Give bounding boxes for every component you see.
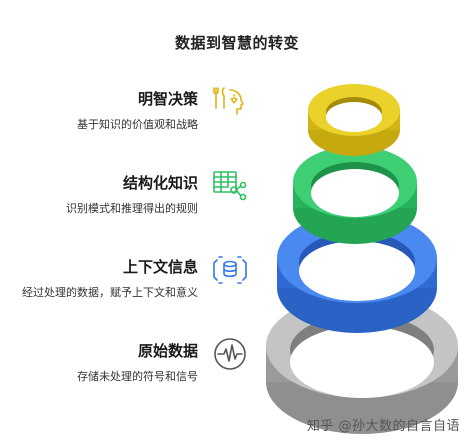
level-heading: 结构化知识 <box>122 174 198 192</box>
level-wise-decision: 明智决策 基于知识的价值观和战略 <box>0 87 260 148</box>
level-description: 经过处理的数据，赋予上下文和意义 <box>22 286 198 299</box>
level-structured-knowledge: 结构化知识 识别模式和推理得出的规则 <box>0 171 260 232</box>
level-contextual-information: 上下文信息 经过处理的数据，赋予上下文和意义 <box>0 256 260 316</box>
level-raw-data: 原始数据 存储未处理的符号和信号 <box>0 338 260 400</box>
ring-wisdom <box>308 84 400 156</box>
level-description: 基于知识的价值观和战略 <box>77 118 198 131</box>
watermark: 知乎 @孙大数的自言自语 <box>306 419 460 434</box>
stacked-rings-illustration <box>266 84 458 434</box>
level-description: 识别模式和推理得出的规则 <box>66 202 198 215</box>
level-heading: 上下文信息 <box>122 258 198 276</box>
table-network-icon <box>213 171 247 201</box>
level-description: 存储未处理的符号和信号 <box>77 370 198 383</box>
diagram-title: 数据到智慧的转变 <box>174 34 299 52</box>
ring-knowledge <box>293 146 417 244</box>
signal-wave-icon <box>214 338 246 370</box>
head-decision-icon <box>213 87 244 115</box>
level-heading: 原始数据 <box>137 342 198 360</box>
database-context-icon <box>213 256 247 284</box>
level-heading: 明智决策 <box>137 90 198 108</box>
